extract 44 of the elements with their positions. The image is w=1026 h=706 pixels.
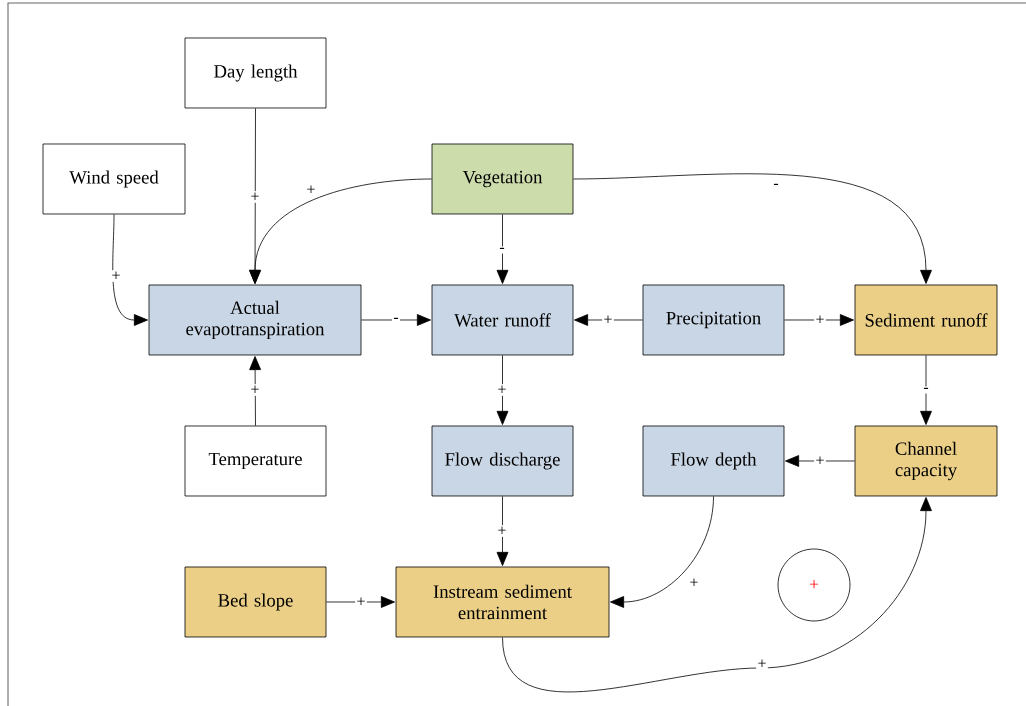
arrow [496,355,509,425]
polarity-sign: + [602,314,614,326]
factor-box: Temperature [184,425,327,497]
polarity-sign: - [772,182,780,190]
arrow [502,497,932,693]
factor-box: Actual evapotranspiration [148,284,362,356]
arrow [574,314,643,326]
polarity-sign: + [496,525,508,537]
factor-box: Bed slope [184,566,327,638]
arrow [920,355,932,425]
polarity-sign: - [498,246,506,254]
factor-box: Flow discharge [431,425,574,497]
polarity-sign: + [249,384,261,396]
polarity-sign: + [249,191,261,203]
arrow [784,314,854,326]
factor-box: Sediment runoff [854,284,998,356]
arrow [496,214,509,284]
arrow [249,178,432,284]
polarity-sign: + [688,577,700,589]
polarity-sign: - [392,316,400,324]
arrow [112,214,148,326]
factor-box: Precipitation [642,284,785,356]
polarity-sign: - [922,386,930,394]
arrow [326,596,395,608]
polarity-sign: + [814,455,826,467]
arrow [496,496,509,566]
arrow [785,455,855,467]
factor-box: Flow depth [642,425,785,497]
polarity-sign: + [756,658,768,670]
factor-box: Channel capacity [854,425,998,497]
polarity-sign: + [110,270,122,282]
factor-box: Day length [184,37,327,109]
factor-box: Vegetation [431,143,574,215]
polarity-sign: + [355,596,367,608]
polarity-sign: + [814,314,826,326]
factor-box: Instream sediment entrainment [395,566,610,638]
factor-box: Water runoff [431,284,574,356]
arrow [361,314,431,326]
arrow [573,173,932,284]
arrow [610,496,714,608]
polarity-sign: + [496,384,508,396]
polarity-sign: + [305,184,317,196]
factor-box: Wind speed [42,143,186,215]
arrow [249,356,261,426]
